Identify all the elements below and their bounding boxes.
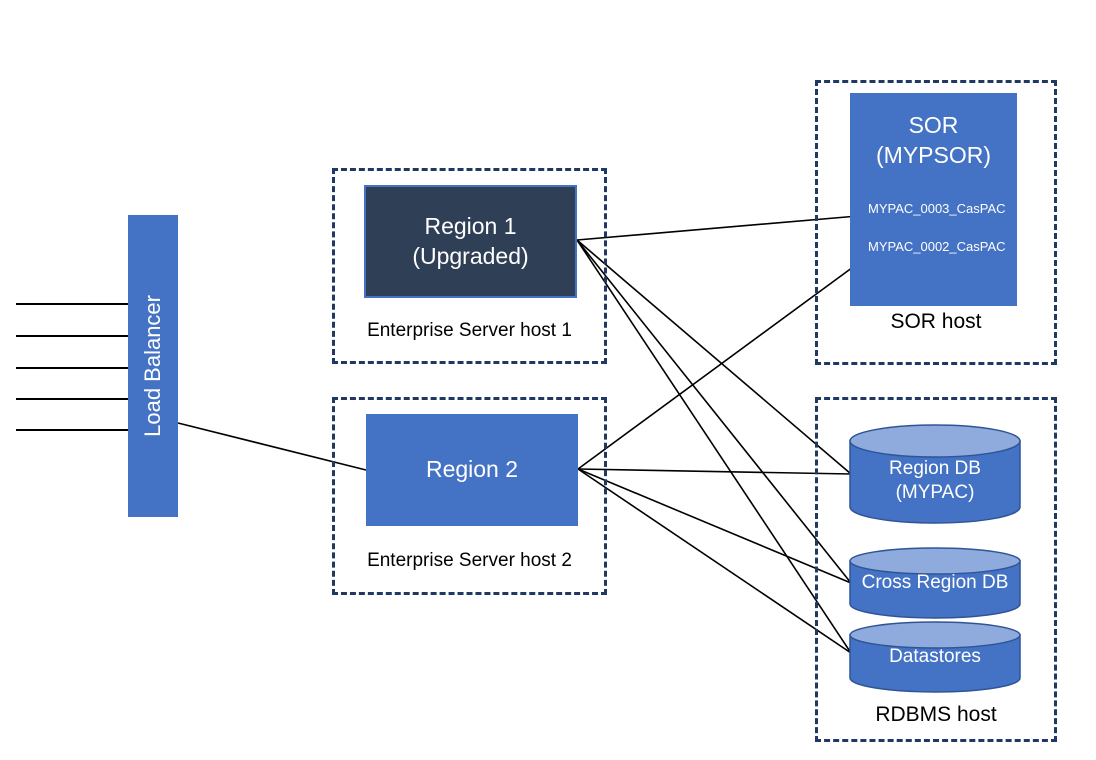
datastores-cylinder[interactable]: Datastores — [848, 621, 1022, 694]
enterprise-server-host-1-label: Enterprise Server host 1 — [367, 320, 572, 341]
sor-host-label: SOR host — [890, 310, 982, 333]
sor-title-line1: SOR — [908, 112, 959, 138]
region-1-label-line2: (Upgraded) — [412, 242, 529, 269]
region-1-node[interactable]: Region 1 (Upgraded) — [364, 185, 577, 298]
rdbms-host-group — [815, 397, 1057, 742]
region-db-shape — [849, 424, 1021, 524]
region-2-label-line1: Region 2 — [425, 456, 519, 483]
cross-region-db-cylinder[interactable]: Cross Region DB — [848, 547, 1022, 620]
sor-title: SOR (MYPSOR) — [850, 111, 1017, 171]
link-region1-crossregiondb — [576, 239, 852, 584]
region-1-label-line1: Region 1 — [424, 213, 517, 240]
enterprise-server-host-2-group — [332, 397, 607, 595]
sor-title-line2: (MYPSOR) — [876, 141, 991, 168]
region-2-node[interactable]: Region 2 — [366, 414, 578, 526]
datastores-shape — [849, 621, 1021, 693]
rdbms-host-label: RDBMS host — [875, 703, 997, 726]
link-region2-regiondb — [577, 468, 852, 475]
region-1-label: Region 1 (Upgraded) — [412, 212, 528, 271]
sor-tag-mypac-0003: MYPAC_0003_CasPAC — [868, 201, 1006, 216]
region-2-label: Region 2 — [426, 455, 518, 484]
enterprise-server-host-2-label: Enterprise Server host 2 — [367, 550, 572, 571]
link-region1-datastores — [576, 239, 852, 654]
sor-host-group — [815, 80, 1057, 365]
cross-region-db-shape — [849, 547, 1021, 619]
enterprise-server-host-1-group — [332, 168, 607, 364]
load-balancer-node[interactable]: Load Balancer — [128, 215, 178, 517]
load-balancer-label: Load Balancer — [139, 295, 165, 437]
sor-tag-mypac-0002: MYPAC_0002_CasPAC — [868, 239, 1006, 254]
link-region2-crossregiondb — [577, 468, 852, 584]
sor-node[interactable]: SOR (MYPSOR) MYPAC_0003_CasPAC MYPAC_000… — [850, 93, 1017, 306]
loadbalancer-inbound-lines — [16, 303, 128, 431]
region-db-cylinder[interactable]: Region DB (MYPAC) — [848, 424, 1022, 524]
link-region2-datastores — [577, 468, 852, 654]
link-region1-regiondb — [576, 239, 852, 475]
